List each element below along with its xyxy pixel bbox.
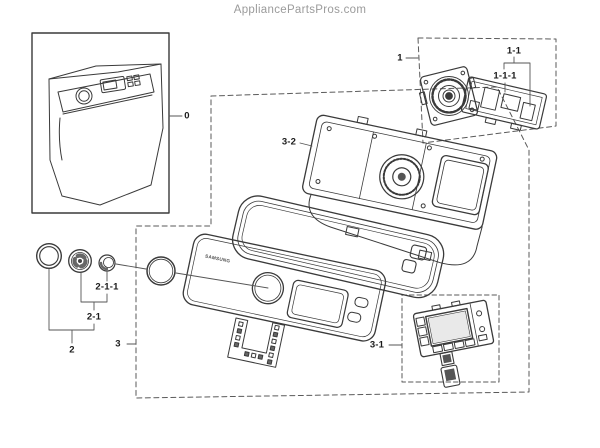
display-connector: [439, 350, 461, 388]
part-label-2: 2: [69, 344, 75, 356]
knob-ring: [36, 242, 63, 269]
button-bracket: [227, 317, 286, 368]
leader-lines: [48, 56, 531, 346]
part-label-1-1-1: 1-1-1: [493, 70, 517, 82]
samsung-logo-text: SAMSUNG: [205, 253, 231, 263]
part-label-3-2: 3-2: [281, 136, 297, 148]
encoder-assembly: [418, 66, 548, 131]
part-label-3-1: 3-1: [369, 339, 385, 351]
dial-opening: [251, 272, 285, 305]
part-label-1-1: 1-1: [506, 45, 522, 57]
part-label-1: 1: [397, 52, 403, 64]
knob-cap: [98, 254, 116, 272]
part-label-2-1: 2-1: [86, 311, 102, 323]
display-assembly: [412, 299, 495, 358]
encoder-pcb: [460, 76, 548, 131]
part-label-3: 3: [115, 338, 121, 350]
site-watermark: AppliancePartsPros.com: [233, 4, 367, 16]
part-label-0: 0: [184, 110, 190, 122]
washer-illustration: [48, 63, 164, 206]
rear-bracket-panel: [302, 114, 498, 266]
part-label-2-1-1: 2-1-1: [95, 281, 119, 293]
dashed-box-panel-group: [135, 86, 530, 399]
front-control-panel: SAMSUNG: [182, 233, 387, 342]
dashed-box-encoder-group: [417, 37, 557, 144]
dashed-box-display-group: [401, 294, 500, 383]
control-knob: [68, 249, 92, 273]
window-gasket: [231, 195, 445, 299]
machine-overview-box: [31, 32, 170, 214]
dial-ring: [146, 256, 176, 286]
display-window: [286, 279, 349, 328]
